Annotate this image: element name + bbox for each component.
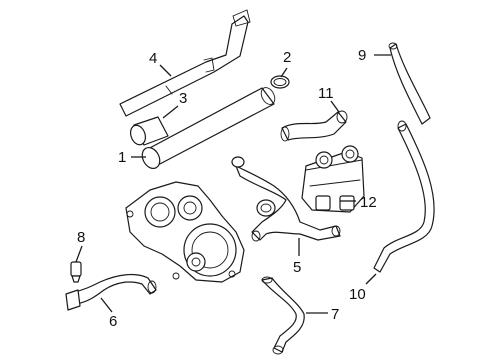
water-pump-assembly [125,181,245,283]
part-3-sleeve [129,116,169,146]
callout-5: 5 [293,259,301,276]
callout-3: 3 [179,90,187,107]
callout-9: 9 [358,47,366,64]
part-1-hose [141,87,276,170]
leader-3 [162,105,179,119]
callout-10: 10 [349,286,366,303]
leader-8 [75,245,83,263]
callout-12: 12 [360,194,377,211]
callout-2: 2 [283,49,291,66]
part-8-sensor [70,261,82,283]
leader-lines [75,54,391,314]
leader-4 [159,64,172,77]
part-11-hose [280,110,348,142]
callout-4: 4 [149,50,157,67]
part-2-o-ring [270,75,290,89]
leader-10 [365,273,377,285]
part-6-hose [65,273,157,311]
leader-11 [330,100,340,113]
callout-8: 8 [77,229,85,246]
part-7-hose [261,276,305,355]
part-4-coolant-pipe [119,9,251,117]
part-12-valve-block [301,145,365,213]
part-9-hose [388,42,431,125]
callout-1: 1 [118,149,126,166]
callout-11: 11 [318,85,334,102]
callout-6: 6 [109,313,117,330]
part-5-branched-hose [231,156,341,242]
callout-labels: 1 2 3 4 5 6 7 8 9 10 11 12 [77,47,377,330]
callout-7: 7 [331,306,339,323]
part-10-hose [373,120,435,273]
leader-2 [280,67,288,78]
leader-6 [100,297,113,313]
